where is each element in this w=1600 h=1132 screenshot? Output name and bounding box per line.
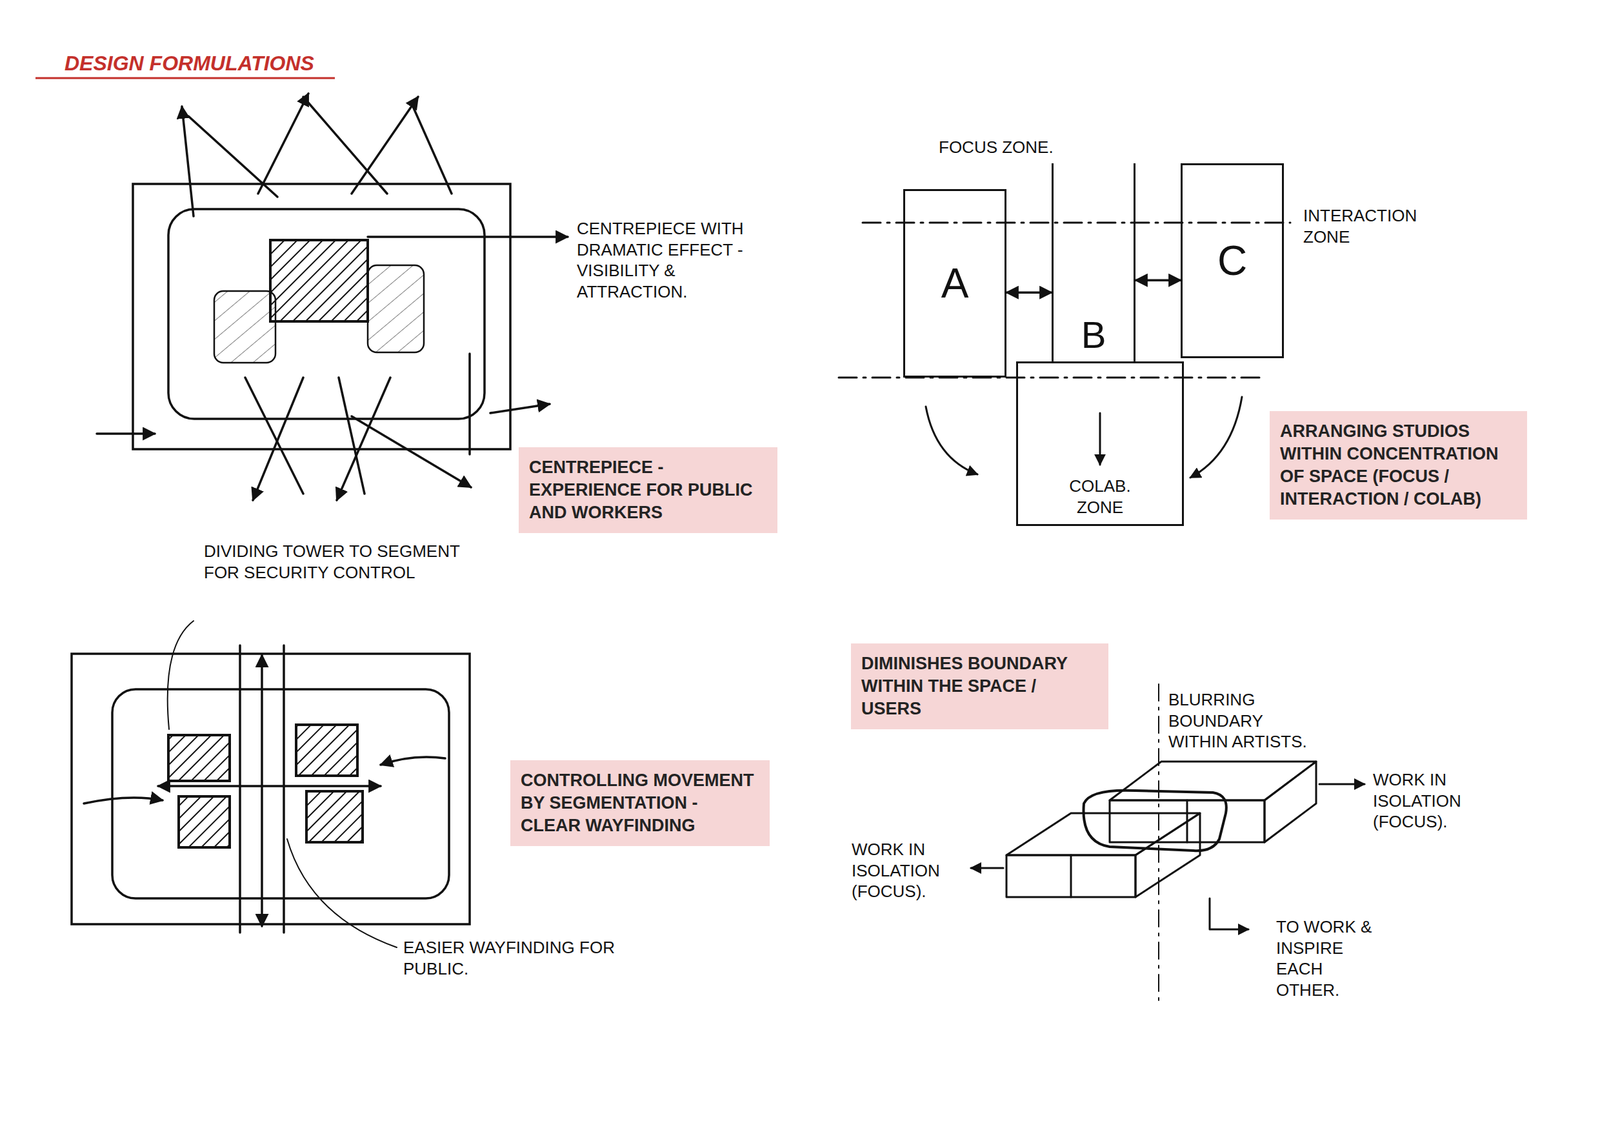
- blurring-boundary-sketch-stroke: [1186, 800, 1189, 842]
- segmentation-sketch-stroke: [287, 838, 397, 948]
- segmentation-sketch: [71, 620, 470, 948]
- blurring-boundary-sketch-stroke: [1109, 800, 1265, 842]
- segmentation-sketch-stroke: [168, 734, 230, 781]
- centrepiece-sketch-stroke: [490, 403, 550, 413]
- blurring-boundary-sketch-stroke: [1264, 761, 1317, 842]
- node-text: ARRANGING STUDIOS WITHIN CONCENTRATION O…: [1280, 420, 1517, 511]
- annotation: EASIER WAYFINDING FOR PUBLIC.: [403, 936, 617, 979]
- centrepiece-sketch-stroke: [181, 106, 194, 217]
- segmentation-sketch-stroke: [296, 724, 358, 776]
- segmentation-sketch-stroke: [260, 654, 264, 926]
- segmentation-sketch-stroke: [83, 797, 163, 804]
- segmentation-sketch-stroke: [167, 620, 194, 730]
- segmentation-sketch-stroke: [282, 645, 286, 933]
- annotation: DIVIDING TOWER TO SEGMENT FOR SECURITY C…: [203, 540, 488, 583]
- centrepiece-sketch-stroke: [245, 377, 304, 494]
- centrepiece-sketch: [96, 93, 568, 500]
- node-text: C: [1217, 236, 1248, 285]
- segmentation-sketch-stroke: [306, 790, 363, 842]
- blurring-boundary-sketch-stroke: [1070, 854, 1073, 897]
- annotation: BLURRING BOUNDARY WITHIN ARTISTS.: [1168, 689, 1311, 753]
- annotation: TO WORK & INSPIRE EACH OTHER.: [1276, 916, 1380, 1000]
- node-text: COLAB. ZONE: [1058, 475, 1142, 518]
- centrepiece-sketch-stroke: [303, 96, 388, 194]
- caption-box: ARRANGING STUDIOS WITHIN CONCENTRATION O…: [1269, 410, 1528, 520]
- studio-box: C: [1180, 163, 1284, 359]
- node-text: B: [1081, 312, 1107, 357]
- node-text: CENTREPIECE - EXPERIENCE FOR PUBLIC AND …: [529, 456, 768, 524]
- segmentation-sketch-stroke: [238, 645, 242, 933]
- centrepiece-sketch-stroke: [188, 116, 278, 197]
- blurring-boundary-sketch-stroke: [1109, 761, 1317, 800]
- node-text: A: [941, 259, 970, 308]
- page-title: DESIGN FORMULATIONS: [64, 52, 315, 74]
- centrepiece-sketch-stroke: [132, 183, 511, 450]
- centrepiece-sketch-stroke: [468, 353, 471, 455]
- centrepiece-sketch-stroke: [168, 209, 485, 419]
- annotation: WORK IN ISOLATION (FOCUS).: [851, 838, 965, 902]
- blurring-boundary-sketch-stroke: [1319, 783, 1365, 786]
- centrepiece-sketch-stroke: [336, 377, 391, 500]
- segmentation-sketch-stroke: [158, 784, 381, 788]
- caption-box: CENTREPIECE - EXPERIENCE FOR PUBLIC AND …: [518, 447, 778, 533]
- centrepiece-sketch-stroke: [214, 290, 276, 363]
- interaction-arrow: [1135, 278, 1181, 282]
- blurring-boundary-sketch-stroke: [1135, 812, 1200, 897]
- studio-box: A: [903, 189, 1007, 378]
- blurring-boundary-sketch: [970, 683, 1365, 1007]
- title-underline-stroke: [35, 77, 335, 80]
- segmentation-sketch-stroke: [380, 756, 446, 765]
- centrepiece-sketch-stroke: [412, 106, 452, 194]
- caption-box: CONTROLLING MOVEMENT BY SEGMENTATION - C…: [510, 760, 770, 846]
- studio-zone-sketch-stroke: [1190, 396, 1242, 478]
- centrepiece-sketch-stroke: [338, 377, 365, 494]
- centrepiece-sketch-stroke: [270, 240, 368, 322]
- blurring-boundary-sketch-stroke: [1083, 790, 1227, 851]
- centrepiece-sketch-stroke: [367, 235, 568, 239]
- node-text: DIMINISHES BOUNDARY WITHIN THE SPACE / U…: [861, 652, 1099, 720]
- colab-zone-box: COLAB. ZONE: [1016, 361, 1184, 526]
- caption-box: DIMINISHES BOUNDARY WITHIN THE SPACE / U…: [850, 643, 1109, 730]
- blurring-boundary-sketch-stroke: [970, 867, 1004, 870]
- centrepiece-sketch-stroke: [367, 265, 424, 353]
- studio-zone-sketch-stroke: [1099, 412, 1102, 465]
- node-text: CONTROLLING MOVEMENT BY SEGMENTATION - C…: [520, 769, 760, 837]
- blurring-boundary-sketch-stroke: [1209, 898, 1249, 930]
- interaction-arrow: [1006, 290, 1052, 294]
- studio-zone-sketch: [838, 222, 1291, 478]
- centrepiece-sketch-stroke: [252, 377, 304, 500]
- annotation: WORK IN ISOLATION (FOCUS).: [1372, 769, 1496, 833]
- segmentation-sketch-stroke: [112, 689, 450, 899]
- blurring-boundary-sketch-stroke: [1158, 683, 1160, 1007]
- annotation: CENTREPIECE WITH DRAMATIC EFFECT -VISIBI…: [576, 218, 745, 302]
- centrepiece-sketch-stroke: [258, 93, 309, 194]
- segmentation-sketch-stroke: [178, 796, 230, 848]
- studio-column: B: [1051, 163, 1136, 362]
- zone-label: FOCUS ZONE.: [938, 136, 1094, 159]
- studio-zone-sketch-stroke: [925, 406, 978, 475]
- studio-zone-sketch-stroke: [838, 376, 1265, 379]
- title-underline: [35, 78, 335, 79]
- zone-label: INTERACTION ZONE: [1303, 205, 1452, 248]
- centrepiece-sketch-stroke: [351, 416, 471, 488]
- segmentation-sketch-stroke: [71, 653, 470, 924]
- blurring-boundary-sketch-stroke: [1006, 854, 1136, 897]
- centrepiece-sketch-stroke: [96, 432, 155, 435]
- centrepiece-sketch-stroke: [351, 96, 419, 194]
- studio-zone-sketch-stroke: [862, 221, 1291, 224]
